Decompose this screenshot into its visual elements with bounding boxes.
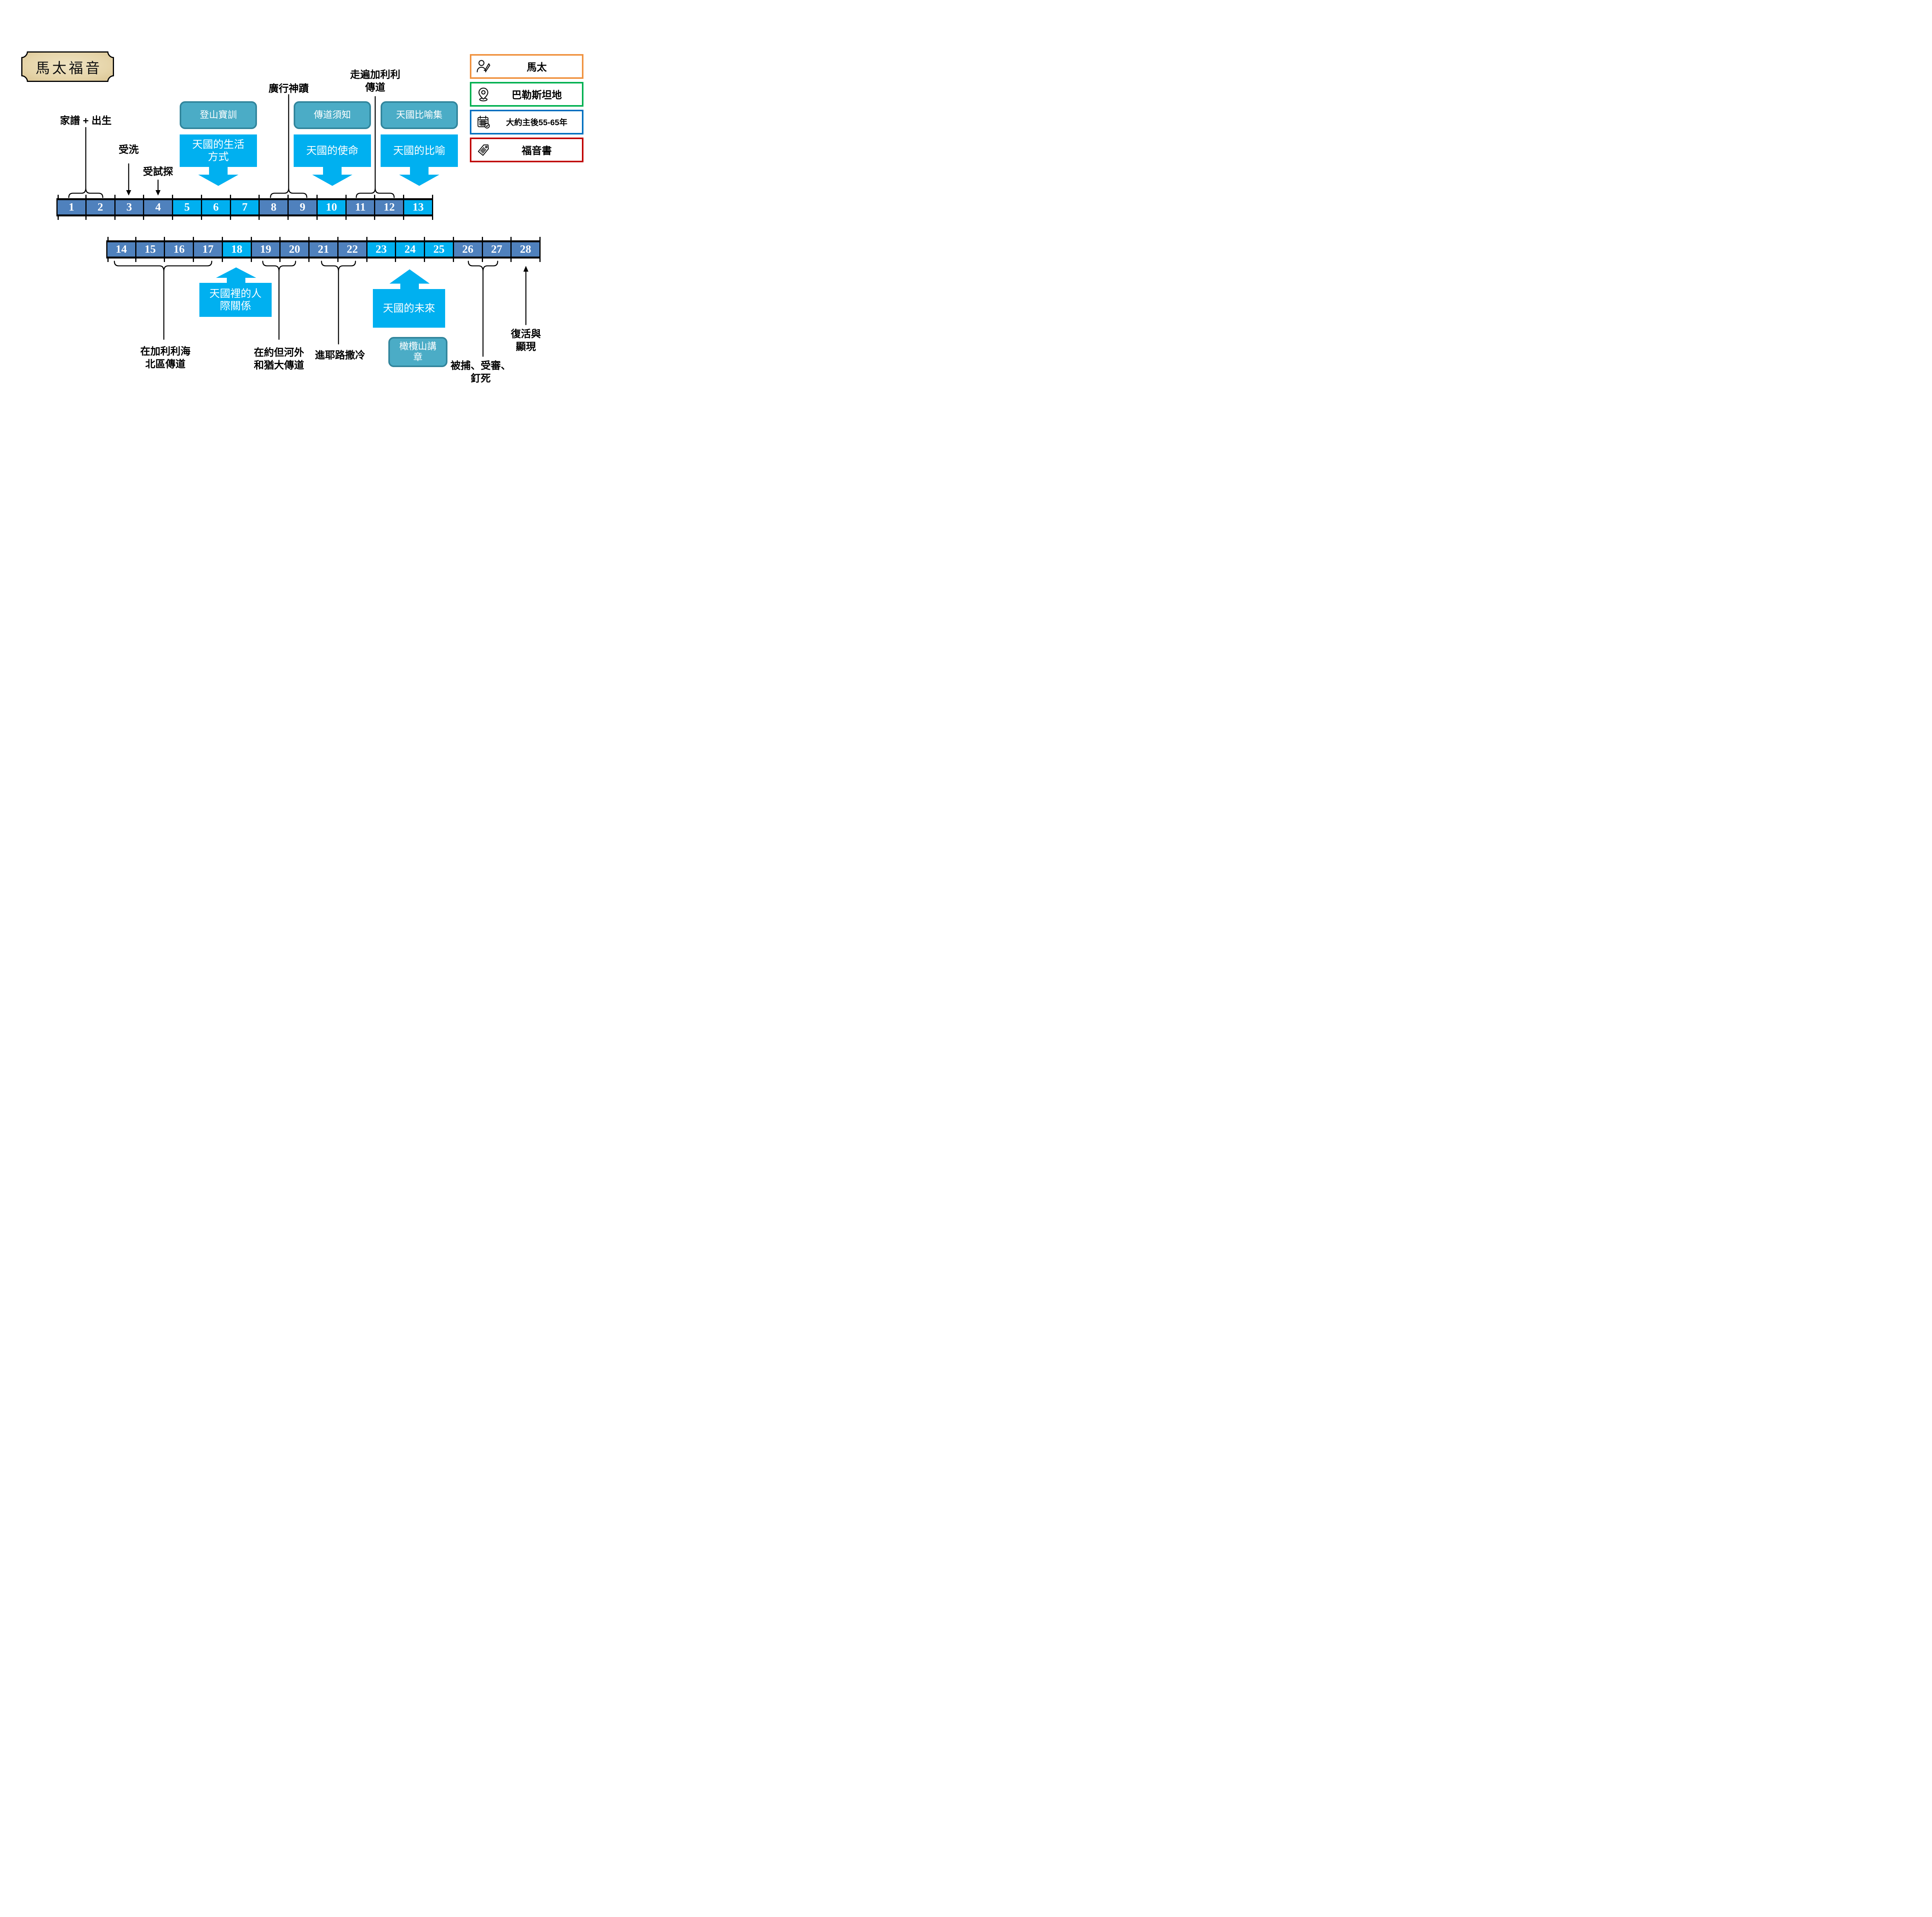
note-north-galilee: 在加利利海 北區傳道 (140, 345, 190, 370)
chapter-cell-5: 5 (172, 195, 201, 220)
chapter-cell-8: 8 (259, 195, 288, 220)
chapter-cell-12: 12 (374, 195, 403, 220)
chapter-cell-6: 6 (201, 195, 230, 220)
legend-date: 大約主後55-65年 (470, 110, 583, 134)
chapter-cell-3: 3 (114, 195, 143, 220)
banner-kingdom-mission-label: 天國的使命 (306, 145, 359, 156)
block-arrow-kingdom-life (198, 166, 238, 186)
writer-icon (471, 59, 495, 74)
calendar-check-icon (471, 114, 495, 130)
banner-kingdom-future: 天國的未來 (373, 289, 445, 328)
note-genealogy-birth: 家譜 + 出生 (60, 115, 112, 126)
arrow-resurrection-head (523, 266, 529, 272)
note-temptation: 受試探 (143, 166, 173, 177)
chapter-cell-14: 14 (107, 237, 135, 262)
callout-sermon-on-mount: 登山寶訓 (180, 101, 257, 129)
note-arrest-trial-crucifixion: 被捕、受審、 釘死 (450, 360, 511, 384)
note-enter-jerusalem: 進耶路撒冷 (315, 349, 365, 361)
chapter-cell-7: 7 (230, 195, 259, 220)
chapter-cell-20: 20 (279, 237, 309, 262)
callout-olivet-discourse: 橄欖山講 章 (388, 337, 447, 367)
brace-chapters-26-27 (468, 260, 498, 272)
chapter-cell-2: 2 (85, 195, 114, 220)
banner-kingdom-parables: 天國的比喻 (381, 134, 458, 167)
chapter-cell-9: 9 (287, 195, 316, 220)
block-arrow-kingdom-mission (312, 166, 352, 186)
matthew-structure-diagram: 馬太福音 馬太 巴勒斯坦地 (0, 0, 606, 429)
note-miracles: 廣行神蹟 (268, 83, 309, 94)
note-resurrection: 復活與 顯現 (510, 328, 541, 353)
banner-kingdom-parables-label: 天國的比喻 (393, 145, 446, 156)
chapter-cell-1: 1 (58, 195, 85, 220)
note-beyond-jordan: 在約但河外 和猶大傳道 (253, 347, 304, 371)
callout-mission-instructions: 傳道須知 (294, 101, 371, 129)
chapter-cell-17: 17 (193, 237, 222, 262)
banner-kingdom-mission: 天國的使命 (294, 134, 371, 167)
legend-place-label: 巴勒斯坦地 (511, 89, 562, 101)
callout-parable-collection-label: 天國比喻集 (396, 110, 442, 121)
chapter-cell-16: 16 (164, 237, 193, 262)
chapter-cell-26: 26 (452, 237, 482, 262)
chapter-cell-4: 4 (143, 195, 172, 220)
chapter-cell-19: 19 (250, 237, 280, 262)
banner-kingdom-life-label: 天國的生活 方式 (192, 138, 245, 163)
chapter-cell-28: 28 (510, 237, 540, 262)
brace-chapters-14-17 (114, 260, 213, 272)
note-baptism: 受洗 (118, 144, 139, 155)
legend-place: 巴勒斯坦地 (470, 82, 583, 107)
banner-kingdom-life: 天國的生活 方式 (180, 134, 257, 167)
chapter-cell-18: 18 (221, 237, 251, 262)
chapter-cell-25: 25 (424, 237, 453, 262)
arrow-baptism-head (126, 190, 131, 196)
title-plaque: 馬太福音 (21, 51, 114, 82)
chapter-cell-13: 13 (403, 195, 432, 220)
legend-genre: 福音書 (470, 138, 583, 162)
chapter-cell-24: 24 (395, 237, 424, 262)
chapter-cell-22: 22 (337, 237, 366, 262)
page-title: 馬太福音 (36, 60, 102, 76)
tag-icon (471, 142, 495, 158)
legend-genre-label: 福音書 (521, 145, 552, 156)
callout-mission-instructions-label: 傳道須知 (314, 110, 351, 121)
plaque-shape (21, 51, 114, 82)
callout-olivet-discourse-label: 橄欖山講 章 (399, 341, 437, 362)
brace-chapters-19-20 (262, 260, 296, 272)
legend-author: 馬太 (470, 54, 583, 79)
chapter-cell-15: 15 (135, 237, 164, 262)
legend-author-label: 馬太 (526, 61, 547, 73)
arrow-temptation-head (155, 190, 161, 196)
chapter-cell-11: 11 (345, 195, 374, 220)
callout-sermon-on-mount-label: 登山寶訓 (200, 110, 237, 121)
chapter-cell-10: 10 (316, 195, 345, 220)
chapter-cell-27: 27 (481, 237, 511, 262)
banner-kingdom-future-label: 天國的未來 (383, 302, 435, 314)
chapter-cell-23: 23 (366, 237, 395, 262)
banner-kingdom-relationships: 天國裡的人 際關係 (199, 283, 272, 317)
block-arrow-kingdom-parables (399, 166, 439, 186)
block-arrow-kingdom-future (389, 269, 430, 290)
block-arrow-kingdom-relationships (216, 267, 256, 284)
callout-parable-collection: 天國比喻集 (381, 101, 458, 129)
legend-date-label: 大約主後55-65年 (506, 118, 568, 127)
banner-kingdom-relationships-label: 天國裡的人 際關係 (209, 287, 262, 312)
chapter-cell-21: 21 (308, 237, 337, 262)
note-galilee-tour: 走遍加利利 傳道 (350, 69, 400, 94)
brace-chapters-21-22 (321, 260, 356, 272)
location-pin-icon (471, 87, 495, 102)
